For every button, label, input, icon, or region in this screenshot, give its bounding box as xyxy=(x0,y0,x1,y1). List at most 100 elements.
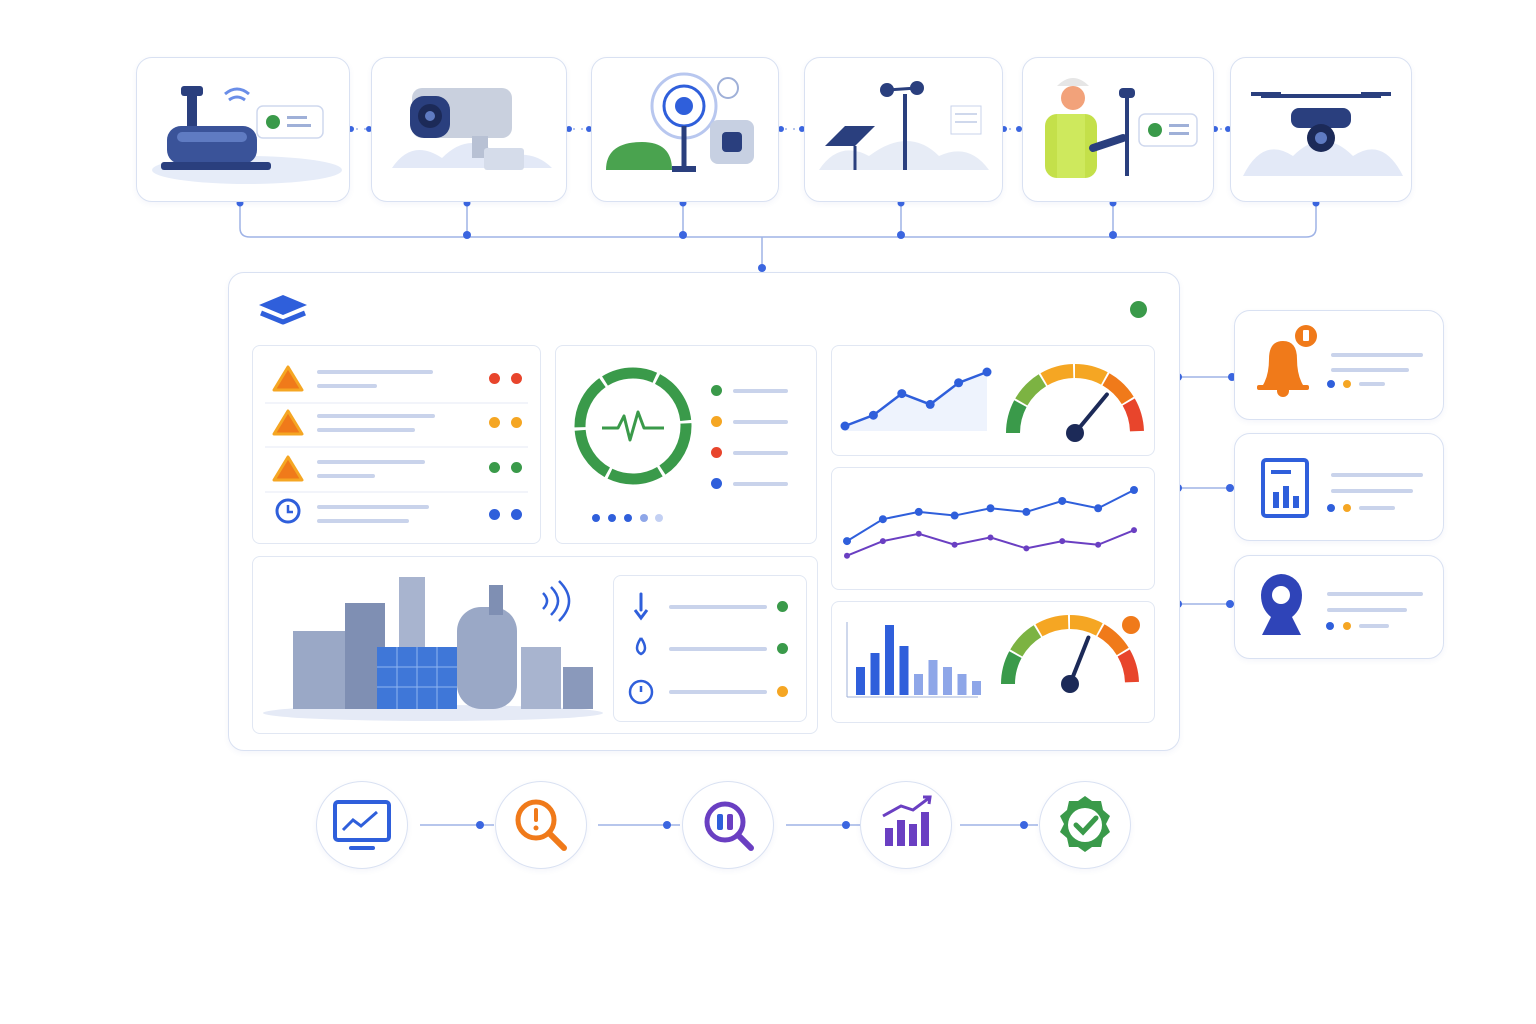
series-point xyxy=(986,504,995,513)
weather-station-icon xyxy=(819,81,989,170)
gauge-segment xyxy=(1010,625,1042,657)
bar xyxy=(885,625,894,695)
alert-status-dot xyxy=(489,462,500,473)
series-point xyxy=(914,507,923,516)
series-point xyxy=(915,530,922,537)
alert-status-dot xyxy=(489,417,500,428)
alert-status-dot xyxy=(489,373,500,384)
step-analyze[interactable] xyxy=(682,781,774,869)
bar xyxy=(957,674,967,695)
factory-illustration xyxy=(263,577,603,721)
wireless-node-icon xyxy=(606,72,754,172)
verified-badge-icon xyxy=(1060,796,1110,852)
dual-line-chart xyxy=(843,486,1138,559)
series-point xyxy=(1130,486,1138,494)
drone-icon xyxy=(1243,92,1403,176)
series-point xyxy=(1095,541,1102,548)
source-card-security-camera[interactable] xyxy=(371,57,567,202)
system-health-panel xyxy=(555,345,817,544)
gauge-segment xyxy=(1102,373,1134,405)
source-card-wireless-node[interactable] xyxy=(591,57,779,202)
gauge-segment xyxy=(1015,374,1047,406)
bar xyxy=(914,674,923,695)
camera-icon xyxy=(392,88,552,170)
health-legend-dot xyxy=(711,416,722,427)
dual-line-panel xyxy=(831,467,1155,590)
gauge-segment xyxy=(1040,364,1074,386)
gauge-alert-badge xyxy=(1122,616,1140,634)
warning-icon xyxy=(272,455,304,482)
series-point xyxy=(1023,545,1030,552)
bar xyxy=(870,653,880,695)
health-legend-line xyxy=(733,420,788,424)
search-alert-icon xyxy=(515,799,567,851)
output-card-location[interactable] xyxy=(1234,555,1444,659)
gauge-segment xyxy=(1097,624,1129,656)
facility-panel xyxy=(252,556,818,734)
series-point xyxy=(844,552,850,559)
bar xyxy=(943,667,952,695)
bar xyxy=(972,681,981,695)
bar-gauge-panel xyxy=(831,601,1155,723)
trend-point xyxy=(954,378,964,388)
alerts-panel xyxy=(252,345,541,544)
source-card-field-worker[interactable] xyxy=(1022,57,1214,202)
monitor-icon xyxy=(333,800,391,850)
warning-icon xyxy=(272,365,304,392)
series-point xyxy=(1059,538,1066,545)
trend-area xyxy=(845,372,987,431)
health-legend-dot xyxy=(711,385,722,396)
report-icon xyxy=(1261,458,1309,518)
health-legend-line xyxy=(733,482,788,486)
source-card-weather-station[interactable] xyxy=(804,57,1003,202)
series-point xyxy=(878,515,887,524)
heartbeat-icon xyxy=(574,367,692,522)
gauge-segment xyxy=(1001,651,1022,685)
health-legend-dot xyxy=(711,447,722,458)
output-card-report[interactable] xyxy=(1234,433,1444,541)
health-legend-line xyxy=(733,389,788,393)
series-point xyxy=(951,541,958,548)
source-card-iot-sensor[interactable] xyxy=(136,57,350,202)
series-point xyxy=(879,538,886,545)
gauge-hub xyxy=(1066,424,1084,442)
growth-chart-icon xyxy=(882,795,932,846)
bar xyxy=(856,667,865,695)
gauge-hub xyxy=(1061,675,1079,693)
gauge-segment xyxy=(1117,649,1139,683)
source-card-drone[interactable] xyxy=(1230,57,1412,202)
output-card-alerts[interactable] xyxy=(1234,310,1444,420)
gauge-segment xyxy=(1006,400,1027,434)
worker-icon xyxy=(1045,78,1198,178)
gauge-segment xyxy=(1035,615,1069,637)
series-point xyxy=(950,511,959,520)
sensor-readings-card xyxy=(613,575,807,722)
alert-status-dot xyxy=(489,509,500,520)
gauge-segment xyxy=(1069,615,1103,636)
health-legend-dot xyxy=(711,478,722,489)
pressure-icon xyxy=(628,679,654,705)
series-point xyxy=(1131,527,1137,534)
series-line xyxy=(846,529,1135,557)
bar-chart xyxy=(846,615,1140,698)
warning-icon xyxy=(272,409,304,436)
reading-status-dot xyxy=(777,686,788,697)
status-indicator xyxy=(1130,301,1147,318)
series-point xyxy=(987,534,994,541)
humidity-icon xyxy=(635,637,647,656)
step-monitor[interactable] xyxy=(316,781,408,869)
trend-point xyxy=(982,367,992,377)
series-point xyxy=(1094,504,1103,513)
trend-point xyxy=(925,399,935,409)
step-optimize[interactable] xyxy=(860,781,952,869)
sensor-device-icon xyxy=(152,86,342,184)
reading-status-dot xyxy=(777,601,788,612)
reading-status-dot xyxy=(777,643,788,654)
series-point xyxy=(843,537,851,546)
bell-icon xyxy=(1257,325,1317,397)
step-verified[interactable] xyxy=(1039,781,1131,869)
step-detect[interactable] xyxy=(495,781,587,869)
trend-point xyxy=(897,389,907,399)
alert-status-dot xyxy=(511,417,522,428)
gauge-segment xyxy=(1074,364,1108,385)
